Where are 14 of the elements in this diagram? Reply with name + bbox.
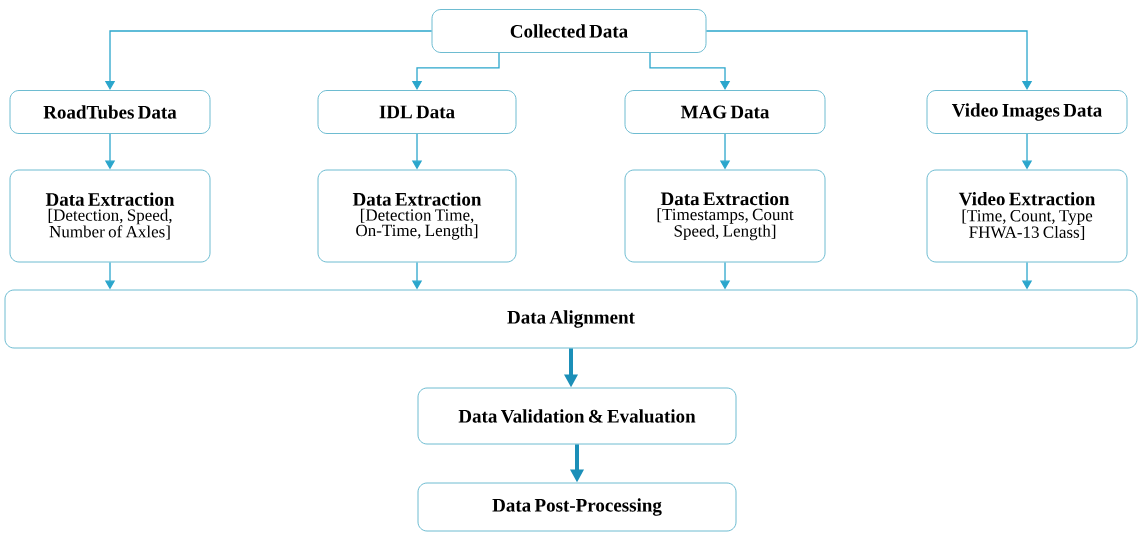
- arrow: [649, 52, 731, 90]
- process-box: Data Extraction [Detection, Speed, Number of Axles]: [9, 169, 211, 263]
- process-box: MAG Data: [624, 90, 826, 134]
- process-box: Data Alignment: [4, 289, 1138, 349]
- process-box: Data Validation & Evaluation: [417, 387, 737, 445]
- process-box: IDL Data: [317, 90, 517, 134]
- arrow: [705, 30, 1033, 90]
- process-box: Data Extraction [Detection Time, On-Time, Length]: [317, 169, 517, 263]
- process-box: Data Post-Processing: [417, 482, 737, 532]
- process-box: Collected Data: [431, 9, 707, 53]
- process-box: RoadTubes Data: [9, 90, 211, 134]
- process-box: Video Extraction [Time, Count, Type FHWA-13 Class]: [926, 169, 1128, 263]
- process-box: Data Extraction [Timestamps, Count Speed, Length]: [624, 169, 826, 263]
- process-box: Video Images Data: [926, 90, 1128, 134]
